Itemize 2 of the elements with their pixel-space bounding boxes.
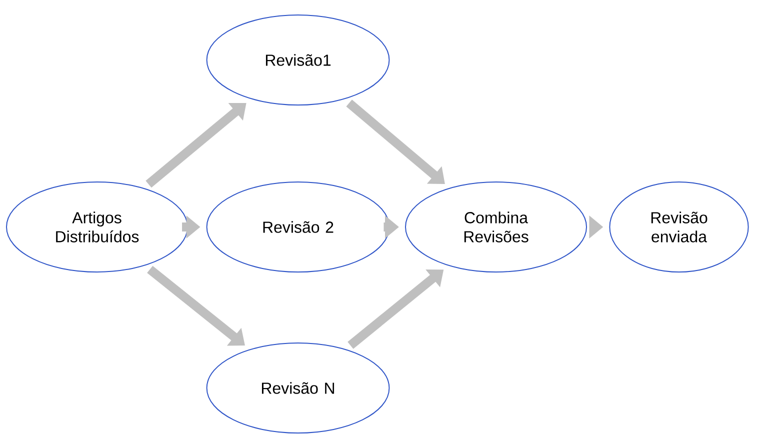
arrow	[346, 100, 445, 184]
arrow	[147, 266, 245, 346]
